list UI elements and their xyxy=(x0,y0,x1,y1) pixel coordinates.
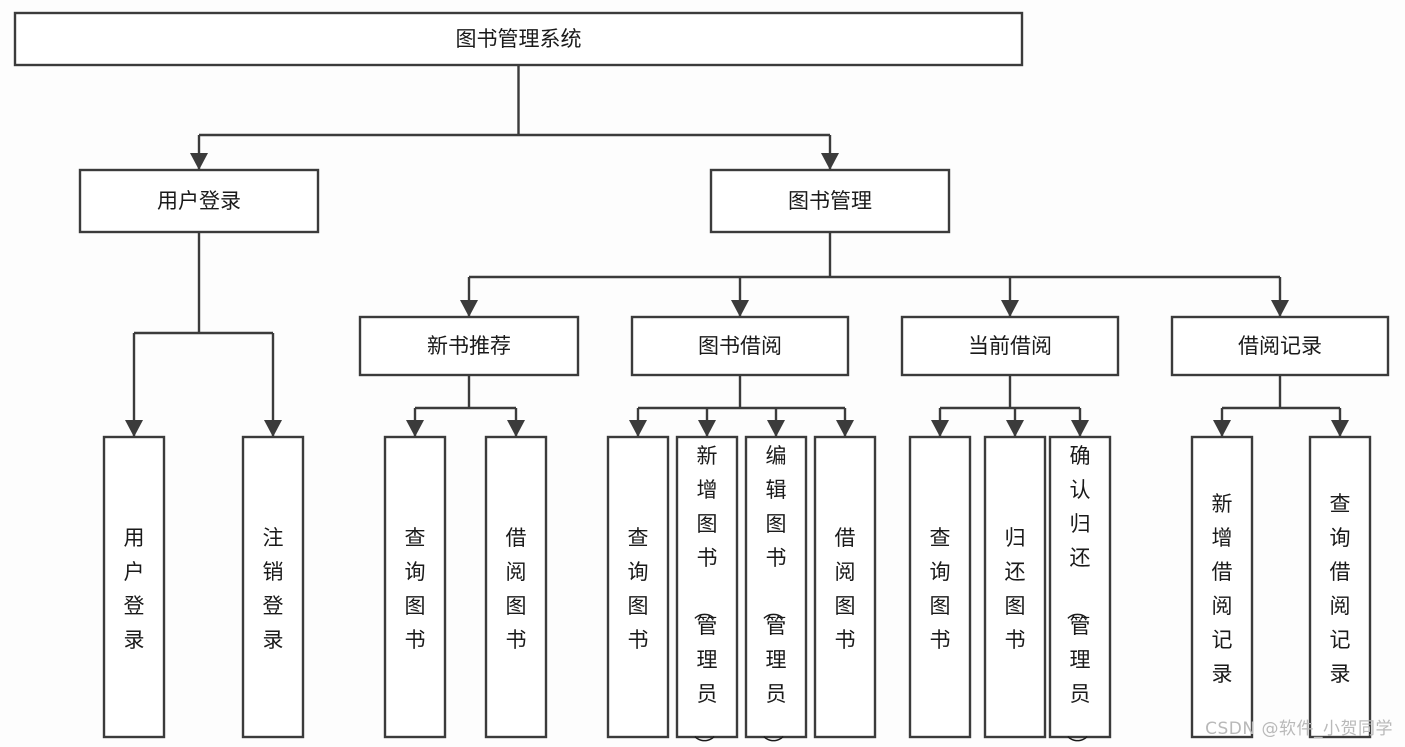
node-current-borrow[interactable]: 当前借阅 xyxy=(900,315,1120,377)
node-label-user-login: 用户登录 xyxy=(157,189,241,213)
node-root[interactable]: 图书管理系统 xyxy=(13,11,1024,67)
node-label-leaf-return-book: 归还图书 xyxy=(1005,526,1026,652)
node-book-manage[interactable]: 图书管理 xyxy=(709,168,951,234)
edge-arrowhead xyxy=(1071,420,1089,437)
node-leaf-edit-book[interactable]: 编辑图书（管理员） xyxy=(744,435,808,747)
node-label-leaf-logout: 注销登录 xyxy=(263,526,284,652)
edge-group-user-login xyxy=(125,232,282,437)
edge-arrowhead xyxy=(767,420,785,437)
node-label-root: 图书管理系统 xyxy=(456,27,582,51)
node-leaf-query-record[interactable]: 查询借阅记录 xyxy=(1308,435,1372,739)
node-box-borrow-record xyxy=(1170,315,1390,377)
node-box-book-borrow xyxy=(630,315,850,377)
node-label-leaf-query-record: 查询借阅记录 xyxy=(1330,492,1351,686)
node-box-leaf-query-book-2 xyxy=(606,435,670,739)
node-box-leaf-query-book-3 xyxy=(908,435,972,739)
node-leaf-add-record[interactable]: 新增借阅记录 xyxy=(1190,435,1254,739)
node-label-leaf-add-record: 新增借阅记录 xyxy=(1212,492,1233,686)
node-box-leaf-confirm-return xyxy=(1048,435,1112,739)
node-label-book-borrow: 图书借阅 xyxy=(698,334,782,358)
watermark-text: CSDN @软件_小贺同学 xyxy=(1205,719,1393,739)
edge-group-book-borrow xyxy=(629,375,854,437)
node-box-leaf-borrow-book-2 xyxy=(813,435,877,739)
node-box-current-borrow xyxy=(900,315,1120,377)
node-box-leaf-query-record xyxy=(1308,435,1372,739)
edge-arrowhead xyxy=(1006,420,1024,437)
edge-arrowhead xyxy=(731,300,749,317)
node-box-root xyxy=(13,11,1024,67)
edge-arrowhead xyxy=(406,420,424,437)
edge-arrowhead xyxy=(931,420,949,437)
node-label-new-book-recommend: 新书推荐 xyxy=(427,334,511,358)
node-label-leaf-confirm-return: 确认归还（管理员） xyxy=(1065,444,1091,747)
node-label-borrow-record: 借阅记录 xyxy=(1238,334,1322,358)
node-leaf-confirm-return[interactable]: 确认归还（管理员） xyxy=(1048,435,1112,747)
edge-arrowhead xyxy=(264,420,282,437)
edge-arrowhead xyxy=(507,420,525,437)
node-box-user-login xyxy=(78,168,320,234)
edge-arrowhead xyxy=(460,300,478,317)
node-label-current-borrow: 当前借阅 xyxy=(968,334,1052,358)
node-box-leaf-return-book xyxy=(983,435,1047,739)
edge-arrowhead xyxy=(190,153,208,170)
node-label-leaf-user-login: 用户登录 xyxy=(124,526,145,652)
node-leaf-query-book-3[interactable]: 查询图书 xyxy=(908,435,972,739)
node-label-leaf-edit-book: 编辑图书（管理员） xyxy=(761,444,787,747)
connectors-layer xyxy=(125,65,1349,437)
edge-arrowhead xyxy=(1213,420,1231,437)
node-box-leaf-logout xyxy=(241,435,305,739)
node-box-leaf-add-book xyxy=(675,435,739,739)
node-leaf-borrow-book-1[interactable]: 借阅图书 xyxy=(484,435,548,739)
edge-group-new-book-recommend xyxy=(406,375,525,437)
node-box-leaf-query-book-1 xyxy=(383,435,447,739)
node-box-leaf-add-record xyxy=(1190,435,1254,739)
node-new-book-recommend[interactable]: 新书推荐 xyxy=(358,315,580,377)
node-borrow-record[interactable]: 借阅记录 xyxy=(1170,315,1390,377)
edge-arrowhead xyxy=(1271,300,1289,317)
node-label-leaf-borrow-book-1: 借阅图书 xyxy=(506,526,527,652)
node-leaf-query-book-2[interactable]: 查询图书 xyxy=(606,435,670,739)
edge-group-book-manage xyxy=(460,232,1289,317)
edge-arrowhead xyxy=(629,420,647,437)
node-leaf-query-book-1[interactable]: 查询图书 xyxy=(383,435,447,739)
nodes-layer: 图书管理系统用户登录图书管理新书推荐图书借阅当前借阅借阅记录用户登录注销登录查询… xyxy=(13,11,1390,747)
node-box-leaf-edit-book xyxy=(744,435,808,739)
node-leaf-user-login[interactable]: 用户登录 xyxy=(102,435,166,739)
node-leaf-add-book[interactable]: 新增图书（管理员） xyxy=(675,435,739,747)
node-box-book-manage xyxy=(709,168,951,234)
node-user-login[interactable]: 用户登录 xyxy=(78,168,320,234)
node-box-leaf-borrow-book-1 xyxy=(484,435,548,739)
node-leaf-borrow-book-2[interactable]: 借阅图书 xyxy=(813,435,877,739)
edge-arrowhead xyxy=(698,420,716,437)
node-label-leaf-query-book-2: 查询图书 xyxy=(628,526,649,652)
edge-arrowhead xyxy=(125,420,143,437)
edge-arrowhead xyxy=(1001,300,1019,317)
node-label-leaf-query-book-3: 查询图书 xyxy=(930,526,951,652)
node-box-new-book-recommend xyxy=(358,315,580,377)
node-label-leaf-add-book: 新增图书（管理员） xyxy=(692,444,718,747)
node-label-leaf-query-book-1: 查询图书 xyxy=(405,526,426,652)
node-box-leaf-user-login xyxy=(102,435,166,739)
node-label-leaf-borrow-book-2: 借阅图书 xyxy=(835,526,856,652)
node-label-book-manage: 图书管理 xyxy=(788,189,872,213)
edge-arrowhead xyxy=(836,420,854,437)
node-leaf-logout[interactable]: 注销登录 xyxy=(241,435,305,739)
node-book-borrow[interactable]: 图书借阅 xyxy=(630,315,850,377)
edge-group-current-borrow xyxy=(931,375,1089,437)
edge-arrowhead xyxy=(821,153,839,170)
edge-arrowhead xyxy=(1331,420,1349,437)
edge-group-root xyxy=(190,65,839,170)
edge-group-borrow-record xyxy=(1213,375,1349,437)
node-leaf-return-book[interactable]: 归还图书 xyxy=(983,435,1047,739)
